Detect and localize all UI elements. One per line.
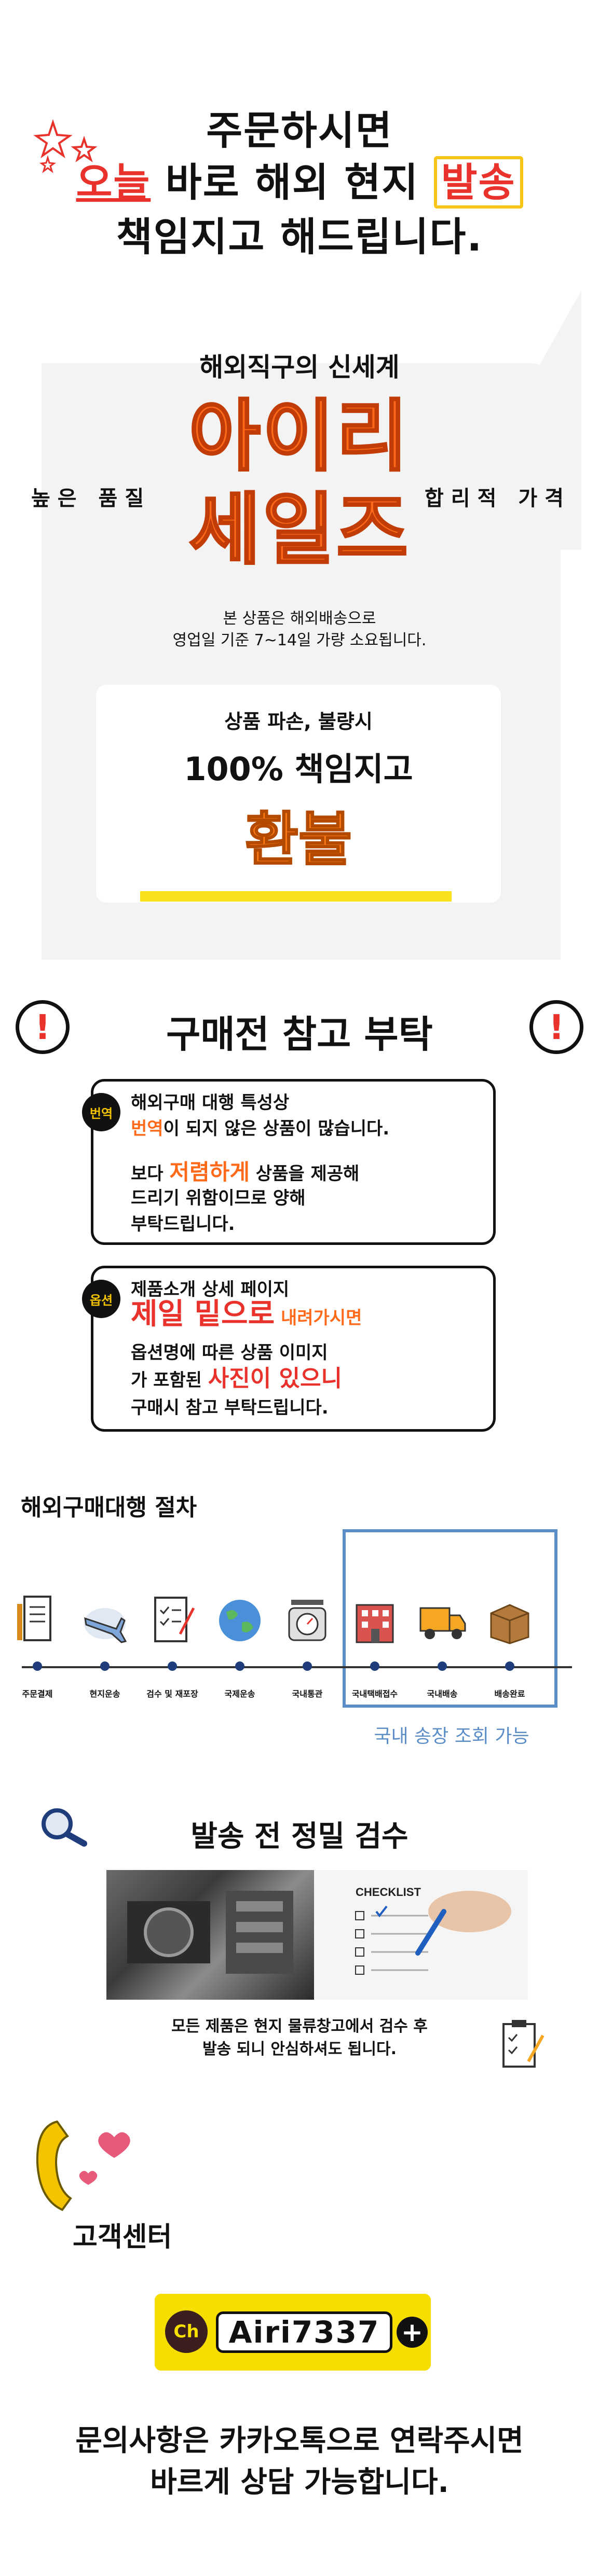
shipping-notice-line2: 영업일 기준 7~14일 가량 소요됩니다. — [172, 631, 427, 649]
box-icon — [484, 1592, 536, 1644]
warning-icon-right: ! — [529, 1000, 583, 1054]
step-label: 배송완료 — [494, 1689, 525, 1699]
tag-high-quality: 높은 품질 — [31, 487, 152, 510]
step-label: 검수 및 재포장 — [146, 1689, 198, 1699]
step-label: 국내배송 — [427, 1689, 458, 1699]
note2-line2: 제일 밑으로 내려가시면 — [131, 1297, 362, 1331]
note1-line1: 해외구매 대행 특성상 — [131, 1092, 290, 1113]
inspection-note-line2: 발송 되니 안심하셔도 됩니다. — [202, 2040, 397, 2058]
step-label: 국내택배접수 — [351, 1689, 398, 1699]
engine-photo — [106, 1870, 314, 2000]
note1-line5: 부탁드립니다. — [131, 1214, 235, 1235]
timeline-tick — [33, 1661, 42, 1671]
svg-text:CHECKLIST: CHECKLIST — [356, 1886, 421, 1899]
headline-today: 오늘 — [76, 159, 151, 205]
add-friend-icon[interactable]: + — [397, 2317, 428, 2348]
inspection-title: 발송 전 정밀 검수 — [190, 1820, 409, 1853]
plane-icon — [79, 1592, 131, 1644]
brand-title-line1: 아이리 — [188, 391, 410, 483]
step-label: 주문결제 — [22, 1689, 53, 1699]
refund-card-line3: 환불 — [244, 806, 352, 875]
step-label: 현지운송 — [89, 1689, 120, 1699]
procedure-title: 해외구매대행 절차 — [21, 1494, 197, 1521]
refund-card: 상품 파손, 불량시 100% 책임지고 환불 — [96, 685, 501, 903]
headline-line3: 책임지고 해드립니다. — [116, 214, 483, 260]
building-icon — [349, 1592, 401, 1644]
note2-line1: 제품소개 상세 페이지 — [131, 1279, 290, 1300]
clipboard-icon — [502, 2020, 544, 2068]
refund-card-line2: 100% 책임지고 — [184, 750, 413, 788]
note1-line3: 보다 저렴하게 상품을 제공해 — [131, 1159, 360, 1185]
tracking-note: 국내 송장 조회 가능 — [374, 1726, 529, 1747]
headline-line1: 주문하시면 — [206, 107, 393, 154]
delivery-truck-icon — [416, 1592, 468, 1644]
timeline-tick — [235, 1661, 244, 1671]
step-label: 국제운송 — [224, 1689, 255, 1699]
phone-heart-icon — [36, 2120, 130, 2211]
headline-middle: 바로 해외 현지 — [151, 159, 434, 205]
headline-line2: 오늘 바로 해외 현지 발송 — [0, 150, 599, 209]
note2-line5: 구매시 참고 부탁드립니다. — [131, 1397, 329, 1418]
contact-line2: 바르게 상담 가능합니다. — [150, 2466, 449, 2499]
timeline-tick — [303, 1661, 312, 1671]
brand-title-line2: 세일즈 — [188, 484, 410, 576]
timeline-tick — [100, 1661, 110, 1671]
note-box-option: 옵션 제품소개 상세 페이지 제일 밑으로 내려가시면 옵션명에 따른 상품 이… — [82, 1266, 496, 1432]
sparkle-stars-icon — [33, 119, 98, 173]
headline-shipping: 발송 — [433, 156, 523, 209]
kakao-contact-button[interactable]: Ch Airi7337 + — [155, 2294, 431, 2371]
refund-card-line1: 상품 파손, 불량시 — [224, 710, 373, 733]
procedure-timeline — [22, 1666, 572, 1668]
scale-icon — [281, 1592, 333, 1644]
note1-line4: 드리기 위함이므로 양해 — [131, 1188, 306, 1209]
note-box-translation: 번역 해외구매 대행 특성상 번역이 되지 않은 상품이 많습니다. 보다 저렴… — [82, 1079, 496, 1245]
inspection-note: 모든 제품은 현지 물류창고에서 검수 후 발송 되니 안심하셔도 됩니다. — [0, 2015, 599, 2061]
customer-center-label: 고객센터 — [73, 2222, 172, 2253]
note2-line4: 가 포함된 사진이 있으니 — [131, 1365, 342, 1392]
sale-subtitle: 해외직구의 신세계 — [199, 352, 400, 382]
tracking-frame — [343, 1529, 557, 1708]
warning-icon-left: ! — [16, 1000, 70, 1054]
tag-reasonable-price: 합리적 가격 — [425, 487, 571, 510]
timeline-tick — [505, 1661, 514, 1671]
contact-line1: 문의사항은 카카오톡으로 연락주시면 — [75, 2424, 524, 2458]
checklist-photo: CHECKLIST — [314, 1870, 528, 2000]
note2-line3: 옵션명에 따른 상품 이미지 — [131, 1342, 328, 1363]
notes-title: 구매전 참고 부탁 — [166, 1013, 433, 1056]
checklist-icon — [146, 1592, 198, 1644]
shipping-notice-line1: 본 상품은 해외배송으로 — [223, 610, 376, 628]
badge-translation: 번역 — [82, 1093, 120, 1131]
timeline-tick — [370, 1661, 379, 1671]
timeline-tick — [168, 1661, 177, 1671]
timeline-tick — [438, 1661, 447, 1671]
magnifier-icon — [42, 1808, 87, 1847]
kakao-id: Airi7337 — [216, 2311, 392, 2353]
globe-icon — [214, 1592, 266, 1644]
note1-line2: 번역이 되지 않은 상품이 많습니다. — [131, 1118, 390, 1139]
badge-option: 옵션 — [82, 1280, 120, 1318]
highlight-bar — [140, 891, 452, 902]
inspection-note-line1: 모든 제품은 현지 물류창고에서 검수 후 — [171, 2017, 428, 2035]
step-label: 국내통관 — [292, 1689, 323, 1699]
document-icon — [11, 1592, 63, 1644]
kakao-channel-icon: Ch — [165, 2310, 208, 2353]
